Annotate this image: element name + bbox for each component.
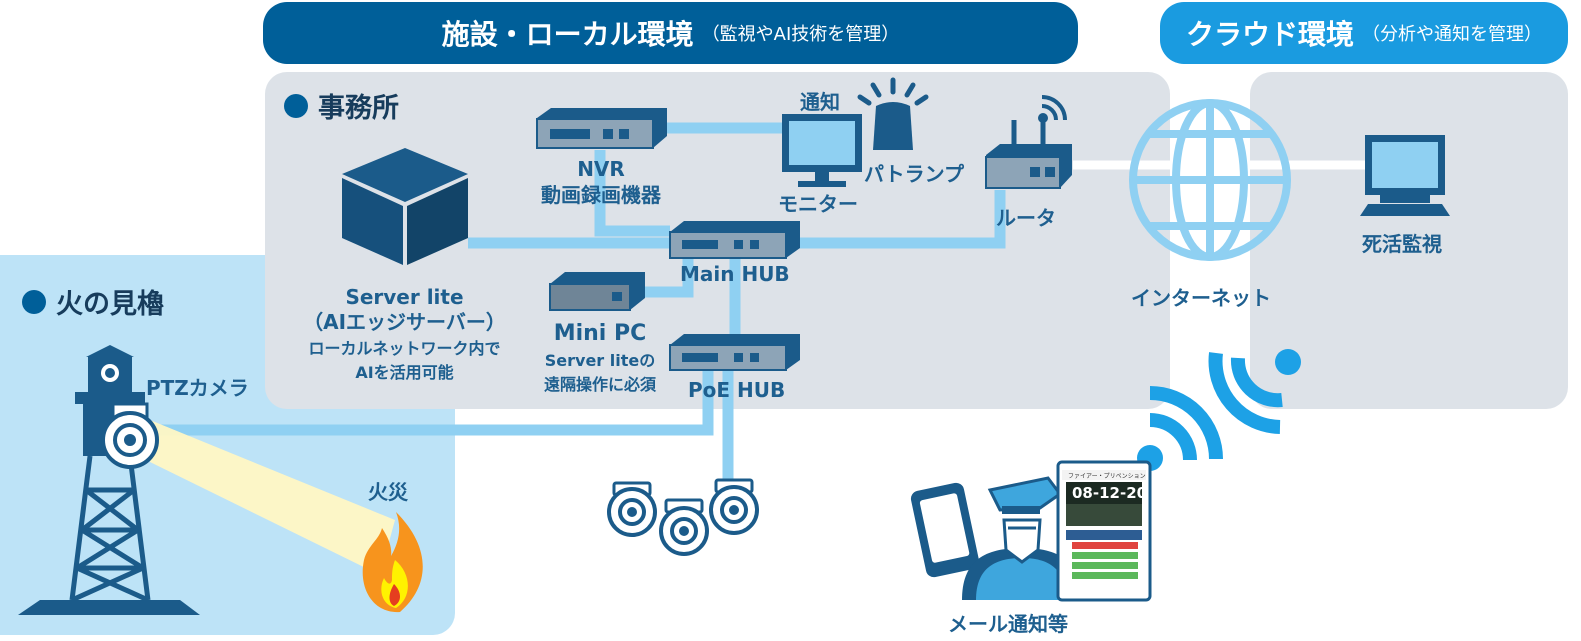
patlamp-label: パトランプ [864, 162, 964, 186]
server-label: Server lite （AIエッジサーバー） ローカルネットワーク内で AIを… [282, 285, 527, 383]
server-label-role: （AIエッジサーバー） [303, 310, 506, 334]
bullet-icon [284, 93, 308, 118]
cable-poehub-ptz [150, 368, 714, 436]
router-icon [985, 95, 1072, 189]
light-beam [150, 420, 395, 575]
server-cube-icon [342, 148, 468, 265]
tower-zone-title: 火の見櫓 [22, 282, 164, 321]
mini-pc-label: Mini PC Server liteの 遠隔操作に必須 [520, 320, 680, 395]
server-label-note1: ローカルネットワーク内で [308, 339, 501, 358]
globe-icon [1129, 99, 1291, 261]
office-zone-title: 事務所 [284, 86, 399, 125]
alive-monitor-label: 死活監視 [1362, 232, 1442, 256]
monitor-icon [782, 114, 862, 187]
cloud-banner: クラウド環境 （分析や通知を管理） [1160, 2, 1568, 64]
phone-time-digits: 08-12-20 [1072, 484, 1147, 502]
cable-nvr-mainhub [594, 150, 670, 237]
server-label-name: Server lite [345, 285, 464, 309]
cable-mainhub-router [798, 190, 1006, 249]
ptz-camera-icon [101, 402, 159, 469]
dome-camera-icon [659, 498, 709, 556]
tablet-icon [910, 482, 980, 578]
cloud-banner-title: クラウド環境 [1185, 18, 1354, 51]
nvr-label-line2: 動画録画機器 [541, 183, 661, 207]
office-zone-label: 事務所 [318, 93, 399, 124]
smartphone-icon [1056, 460, 1152, 602]
poe-hub-icon [669, 334, 800, 371]
main-hub-icon [669, 221, 800, 259]
fire-label: 火災 [368, 480, 408, 504]
cloud-zone-bg [1250, 72, 1568, 409]
poe-hub-label: PoE HUB [688, 378, 786, 402]
mini-pc-icon [549, 272, 645, 311]
patlamp-icon [857, 77, 929, 150]
notify-label: 通知 [800, 90, 840, 114]
cable-minipc-mainhub [645, 253, 694, 298]
monitor-label: モニター [778, 192, 858, 216]
wifi-signal-icon [1137, 349, 1301, 471]
facility-banner: 施設・ローカル環境 （監視やAI技術を管理） [263, 2, 1078, 64]
dome-camera-icon [607, 481, 657, 537]
mail-notify-label: メール通知等 [948, 612, 1068, 636]
server-label-note2: AIを活用可能 [355, 363, 454, 382]
ptz-camera-label: PTZカメラ [146, 376, 249, 400]
facility-banner-title: 施設・ローカル環境 [441, 18, 694, 51]
nvr-device-icon [536, 108, 667, 149]
fire-icon [362, 512, 423, 613]
router-label: ルータ [996, 206, 1056, 230]
nvr-label: NVR 動画録画機器 [521, 156, 681, 208]
nvr-label-line1: NVR [577, 157, 625, 181]
cloud-banner-sub: （分析や通知を管理） [1362, 24, 1542, 45]
mini-pc-label-note2: 遠隔操作に必須 [543, 375, 656, 394]
main-hub-label: Main HUB [680, 262, 790, 286]
bullet-icon [22, 289, 46, 314]
internet-label: インターネット [1131, 286, 1271, 310]
mini-pc-label-note1: Server liteの [544, 351, 656, 370]
officer-icon [962, 476, 1080, 600]
pc-icon [1360, 135, 1450, 216]
network-cables [150, 122, 1006, 480]
mini-pc-label-name: Mini PC [553, 321, 647, 346]
phone-header-text: ファイアー・プリペンション [1068, 473, 1146, 480]
facility-banner-sub: （監視やAI技術を管理） [701, 24, 900, 45]
tower-zone-label: 火の見櫓 [56, 289, 164, 320]
dome-camera-icon [709, 478, 759, 535]
